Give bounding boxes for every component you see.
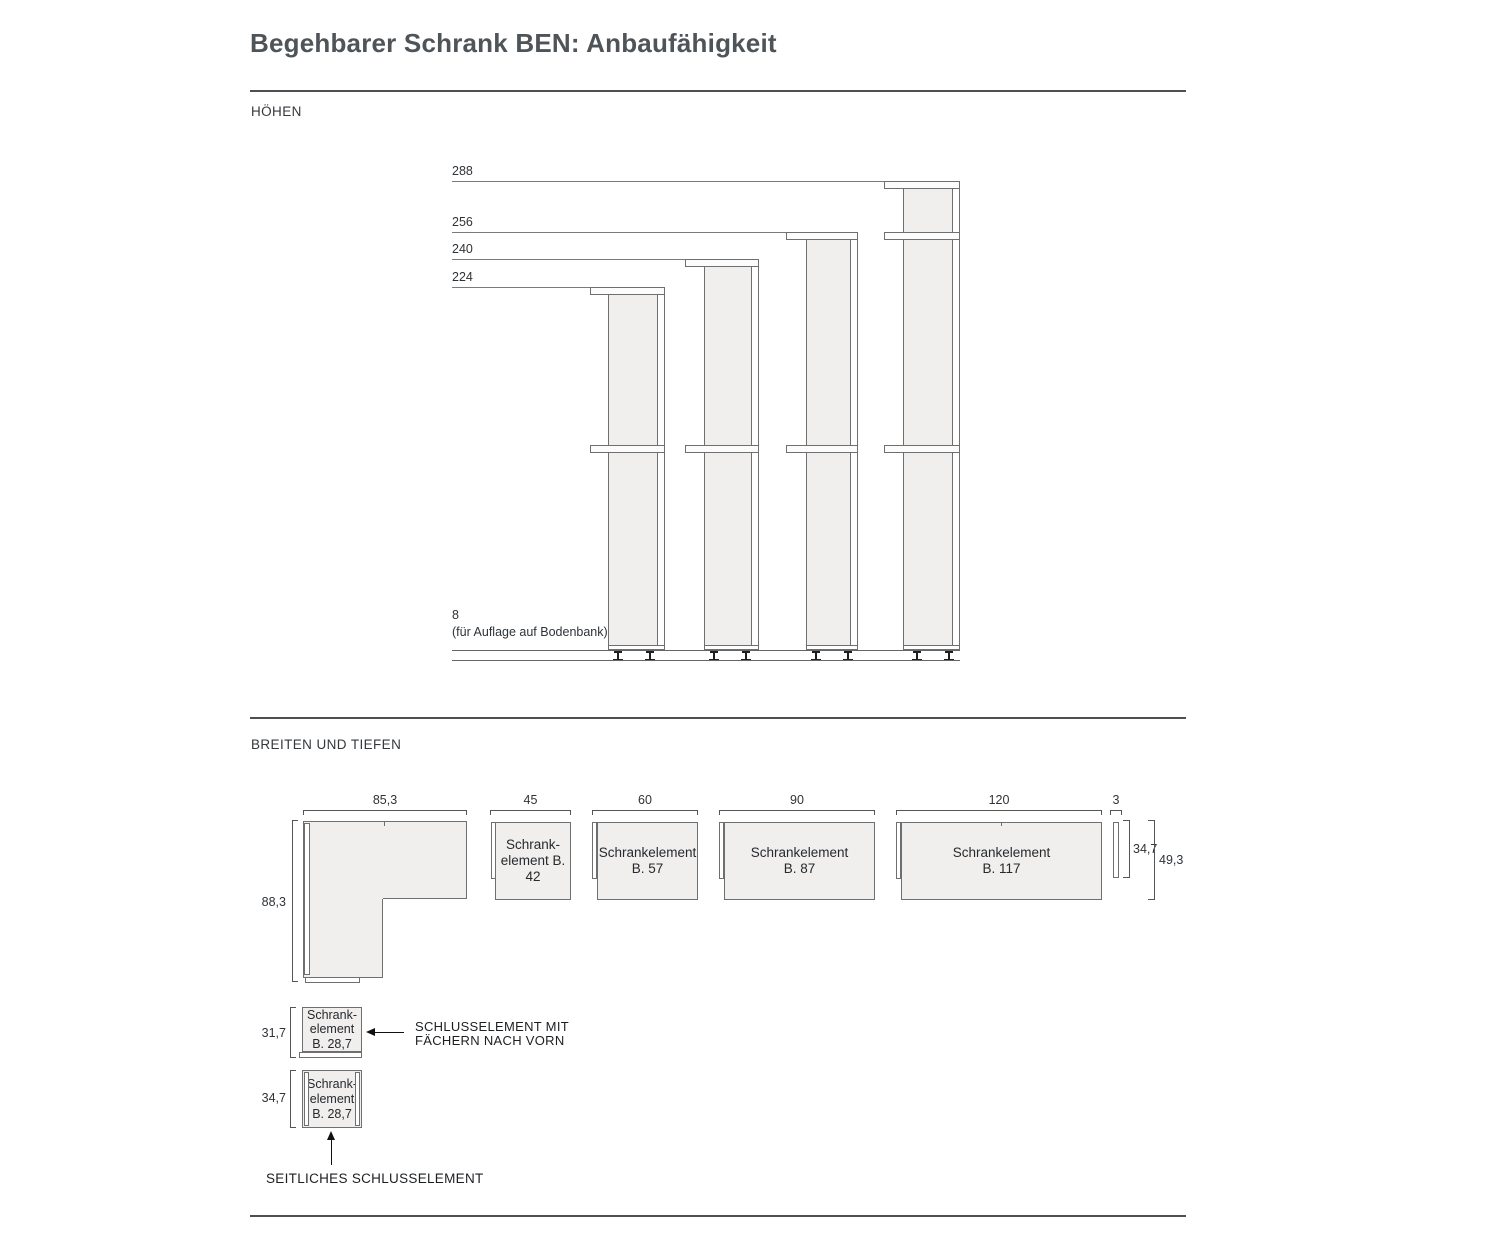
cabinet-side-panel (952, 189, 959, 649)
element-b42-bracket (490, 810, 571, 815)
cabinet-bottom-panel (609, 645, 664, 649)
closer-side-depth-bracket (290, 1070, 296, 1128)
divider-top (250, 90, 1186, 92)
side-panel-width-bracket (1110, 810, 1122, 815)
element-b87-side-panel (719, 822, 724, 879)
element-b87-label-line2: B. 87 (783, 861, 816, 876)
arrow-up-icon (327, 1131, 335, 1140)
corner-depth-dim: 88,3 (261, 895, 286, 909)
height-dimline-224 (452, 287, 590, 288)
element-b57-label-line1: Schrankelement (598, 845, 697, 860)
element-b117-joint-tick (1001, 822, 1002, 826)
height-dim-256: 256 (452, 215, 473, 229)
cabinet-body (806, 239, 858, 650)
cabinet-body (704, 266, 759, 650)
element-b87-body: Schrankelement B. 87 (724, 822, 875, 900)
corner-body-top (303, 821, 467, 899)
arrow-left-icon (366, 1028, 375, 1036)
side-panel-width-dim: 3 (1112, 793, 1120, 807)
cabinet-body (903, 188, 960, 650)
section-widths-label: BREITEN UND TIEFEN (251, 737, 402, 752)
arrow-up-line (331, 1139, 332, 1165)
height-dimline-256 (452, 232, 786, 233)
element-b57-body: Schrankelement B. 57 (597, 822, 698, 900)
height-dim-288: 288 (452, 164, 473, 178)
closer-front-depth-bracket (290, 1007, 296, 1058)
element-b117-label-line2: B. 117 (982, 861, 1021, 876)
closer-front-note-line1: SCHLUSSELEMENT MIT (415, 1019, 569, 1034)
corner-body-leg (303, 899, 383, 978)
side-panel-depth-dim: 34,7 (1133, 842, 1158, 856)
cabinet-side-panel (657, 295, 664, 649)
cabinet-body (608, 294, 665, 650)
page-title: Begehbarer Schrank BEN: Anbaufähigkeit (250, 28, 777, 58)
closer-front-label-line1: Schrank- (306, 1007, 358, 1022)
height-dim-240: 240 (452, 242, 473, 256)
element-b117-bracket (896, 810, 1102, 815)
corner-width-dim: 85,3 (372, 793, 398, 807)
cabinet-bottom-panel (705, 645, 758, 649)
element-b117-label-line1: Schrankelement (952, 845, 1051, 860)
cabinet-shelf (590, 445, 665, 453)
floor-line-bottom (452, 660, 960, 661)
element-b117-body: Schrankelement B. 117 (901, 822, 1102, 900)
element-b57-label-line2: B. 57 (631, 861, 664, 876)
element-b87-label-line1: Schrankelement (750, 845, 849, 860)
closer-side-label-line2: element (309, 1091, 355, 1106)
cabinet-shelf (685, 445, 759, 453)
cabinet-side-panel (850, 240, 857, 649)
closer-front-bottom-strip (299, 1052, 362, 1058)
closer-side-note: SEITLICHES SCHLUSSELEMENT (266, 1171, 484, 1186)
closer-side-depth-dim: 34,7 (261, 1091, 286, 1105)
corner-width-bracket (303, 810, 467, 815)
cabinet-shelf (884, 445, 960, 453)
base-note: (für Auflage auf Bodenbank) (452, 625, 608, 639)
side-panel-depth-bracket (1123, 820, 1130, 878)
corner-joint-tick (384, 821, 385, 826)
element-b57-bracket (592, 810, 698, 815)
side-panel-body (1113, 822, 1119, 878)
closer-front-label-line3: B. 28,7 (312, 1036, 352, 1051)
closer-side-label-line1: Schrank- (306, 1076, 358, 1091)
height-dimline-240 (452, 259, 685, 260)
closer-front-depth-dim: 31,7 (261, 1026, 286, 1040)
cabinet-shelf (786, 445, 858, 453)
corner-bottom-strip (305, 977, 360, 983)
cabinet-side-panel (751, 267, 758, 649)
corner-notch-edge (383, 898, 467, 899)
cabinet-bottom-panel (904, 645, 959, 649)
cabinet-bottom-panel (807, 645, 857, 649)
element-b117-side-panel (896, 822, 901, 879)
element-b42-body: Schrank- element B. 42 (495, 822, 571, 900)
closer-side-left-panel (304, 1072, 309, 1126)
element-b42-label-line2: element B. 42 (500, 853, 566, 884)
closer-side-label-line3: B. 28,7 (312, 1106, 352, 1121)
total-depth-dim: 49,3 (1159, 853, 1184, 867)
closer-side-body: Schrank- element B. 28,7 (302, 1070, 362, 1128)
element-b87-width-dim: 90 (790, 793, 804, 807)
divider-middle (250, 717, 1186, 719)
section-heights-label: HÖHEN (251, 104, 302, 119)
element-b87-bracket (719, 810, 875, 815)
closer-front-label-line2: element (309, 1022, 355, 1037)
height-dimline-288 (452, 181, 884, 182)
closer-front-body: Schrank- element B. 28,7 (302, 1007, 362, 1052)
closer-side-right-panel (355, 1072, 360, 1126)
element-b42-label-line1: Schrank- (505, 837, 561, 852)
arrow-left-line (375, 1032, 404, 1033)
base-dim: 8 (452, 608, 459, 622)
corner-depth-bracket (292, 820, 298, 982)
element-b42-width-dim: 45 (523, 793, 538, 807)
element-b117-width-dim: 120 (988, 793, 1010, 807)
floor-line-top (452, 650, 960, 651)
element-b57-width-dim: 60 (638, 793, 652, 807)
corner-side-panel (304, 823, 310, 975)
closer-front-note-line2: FÄCHERN NACH VORN (415, 1033, 565, 1048)
total-depth-bracket (1148, 820, 1155, 900)
height-dim-224: 224 (452, 270, 473, 284)
divider-bottom (250, 1215, 1186, 1217)
element-b57-side-panel (592, 822, 597, 879)
cabinet-shelf-256 (884, 232, 960, 240)
